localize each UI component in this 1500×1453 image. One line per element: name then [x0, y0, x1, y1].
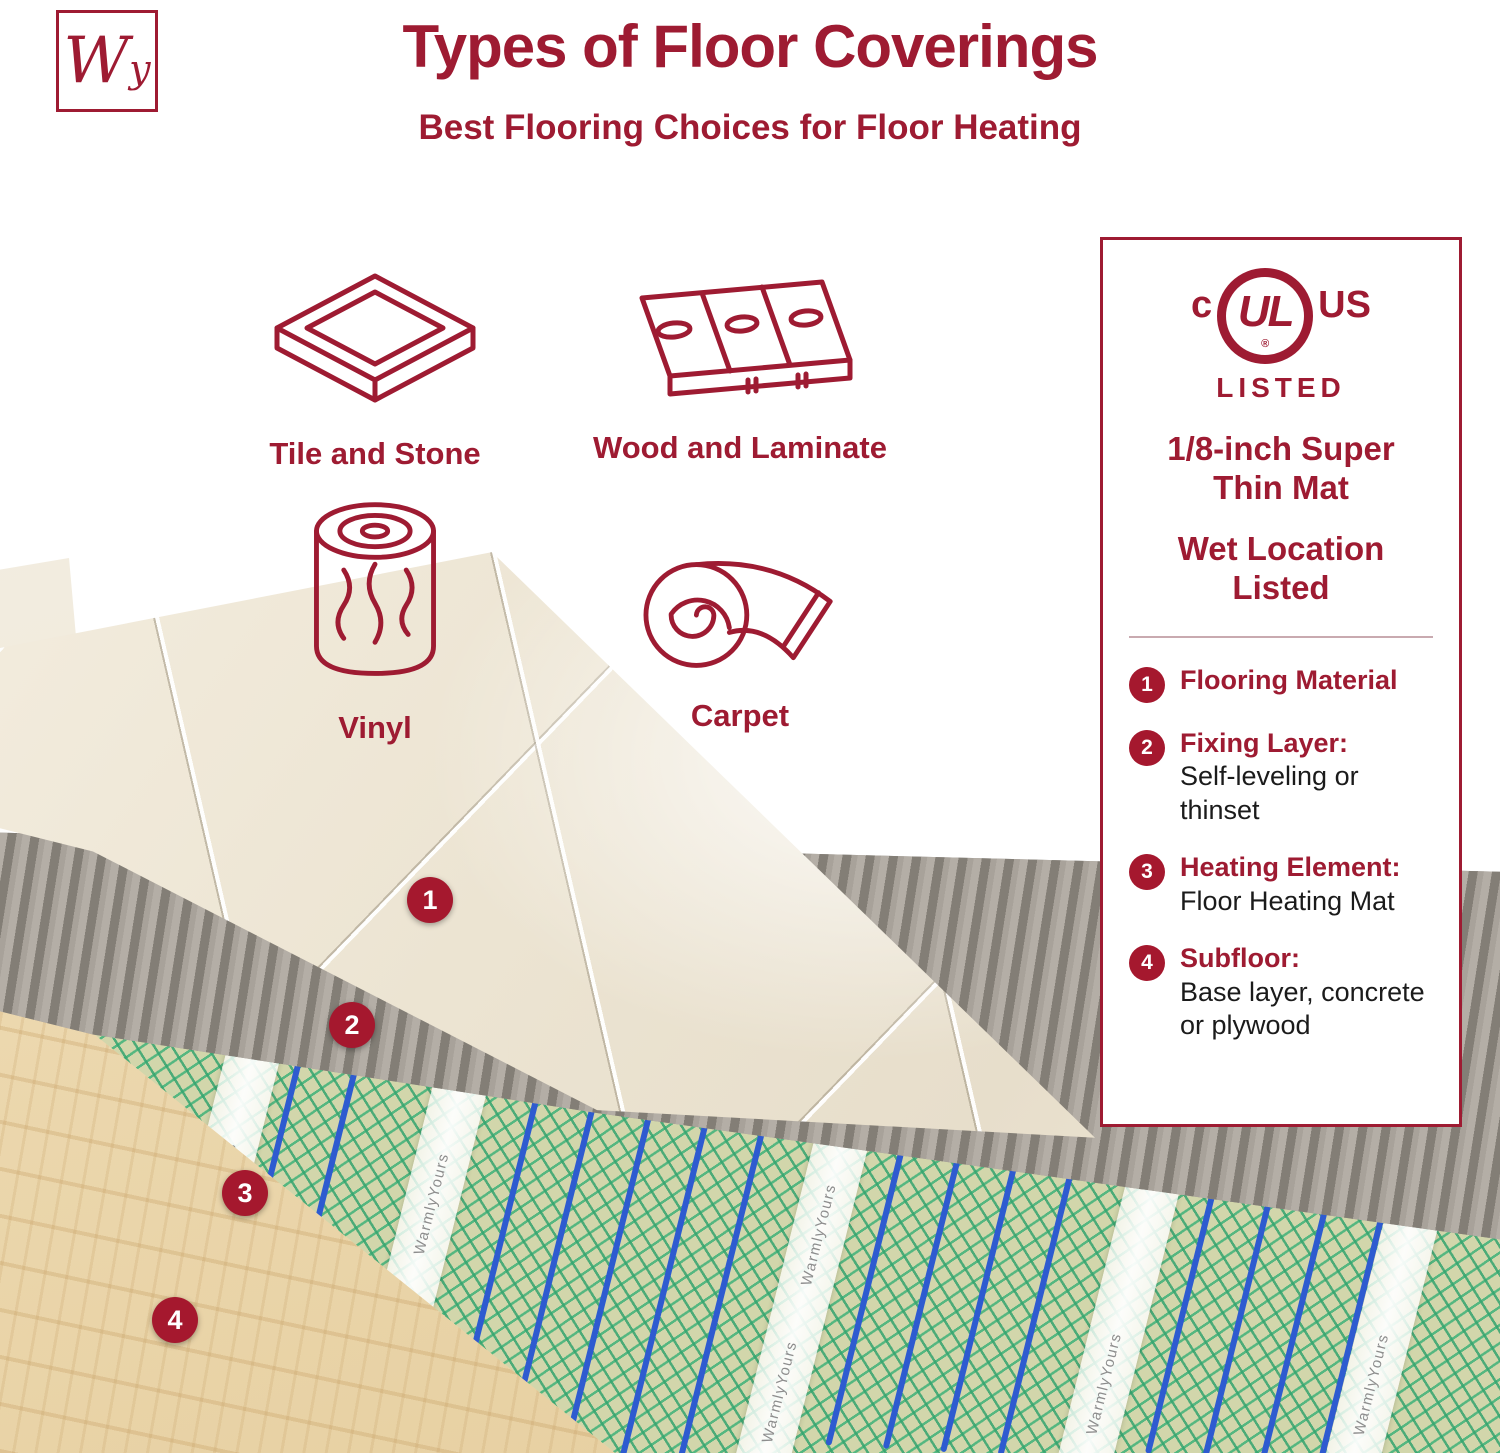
info-panel: c UL ® US LISTED 1/8-inch Super Thin Mat… [1100, 237, 1462, 1127]
flooring-type-label: Vinyl [338, 710, 412, 745]
layer-number-badge: 2 [1129, 729, 1165, 766]
layer-legend-item-3: 3 Heating Element: Floor Heating Mat [1129, 851, 1433, 918]
layer-title: Subfloor: [1180, 943, 1300, 974]
diagram-marker-1: 1 [407, 877, 453, 923]
panel-headline-thin-mat: 1/8-inch Super Thin Mat [1167, 430, 1395, 506]
strap-brand-text: WarmlyYours [797, 1182, 840, 1288]
layer-legend-item-1: 1 Flooring Material [1129, 664, 1433, 703]
layer-number-badge: 3 [1129, 854, 1165, 891]
layer-number-badge: 4 [1129, 945, 1165, 982]
flooring-type-wood-and-laminate: Wood and Laminate [570, 272, 910, 466]
layer-text: Heating Element: Floor Heating Mat [1180, 851, 1401, 918]
layer-title: Heating Element: [1180, 852, 1401, 883]
page-title: Types of Floor Coverings [402, 13, 1099, 80]
flooring-type-label: Wood and Laminate [593, 430, 887, 465]
layer-text: Fixing Layer: Self-leveling or thinset [1180, 727, 1433, 827]
panel-headline-wet-location: Wet Location Listed [1177, 529, 1385, 606]
layer-description: Floor Heating Mat [1180, 885, 1395, 916]
heating-cable-icon [560, 1079, 661, 1453]
layer-number-badge: 1 [1129, 666, 1165, 703]
flooring-type-vinyl: Vinyl [255, 492, 495, 746]
heating-cable-icon [618, 1093, 716, 1453]
ul-letters: UL [1237, 287, 1295, 336]
ul-certification-mark: c UL ® US [1191, 268, 1371, 364]
strap-brand-text: WarmlyYours [1082, 1331, 1125, 1437]
layer-legend-list: 1 Flooring Material 2 Fixing Layer: Self… [1129, 664, 1433, 1043]
flooring-type-label: Carpet [690, 698, 790, 733]
layer-text: Subfloor: Base layer, concrete or plywoo… [1180, 942, 1433, 1042]
ul-c-label: c [1191, 284, 1213, 326]
strap-brand-text: WarmlyYours [1350, 1332, 1392, 1438]
layer-legend-item-4: 4 Subfloor: Base layer, concrete or plyw… [1129, 942, 1433, 1042]
layer-title: Fixing Layer: [1180, 727, 1349, 758]
strap-brand-text: WarmlyYours [410, 1151, 453, 1257]
heating-cable-icon [1202, 1184, 1276, 1453]
flooring-type-label: Tile and Stone [269, 436, 481, 471]
warmlyyours-logo-monogram: Wy [63, 24, 151, 98]
layer-legend-item-2: 2 Fixing Layer: Self-leveling or thinset [1129, 727, 1433, 827]
page-subtitle: Best Flooring Choices for Floor Heating [418, 108, 1082, 147]
tile-and-stone-icon [274, 273, 476, 403]
warmlyyours-logo: Wy [56, 10, 158, 112]
strap-brand-text: WarmlyYours [758, 1339, 801, 1445]
panel-divider [1129, 635, 1433, 638]
layer-description: Base layer, concrete or plywood [1180, 976, 1425, 1041]
wood-and-laminate-icon [639, 279, 853, 397]
heating-cable-icon [997, 1163, 1076, 1453]
flooring-type-carpet: Carpet [590, 520, 890, 734]
ul-listed-label: LISTED [1216, 372, 1346, 403]
layer-title: Flooring Material [1180, 664, 1398, 695]
flooring-type-tile-and-stone: Tile and Stone [230, 268, 520, 472]
diagram-marker-2: 2 [329, 1002, 375, 1048]
heating-cable-icon [1259, 1197, 1331, 1453]
vinyl-roll-icon [314, 502, 436, 676]
ul-us-label: US [1318, 284, 1371, 326]
carpet-roll-icon [643, 561, 833, 668]
diagram-marker-3: 3 [222, 1170, 268, 1216]
ul-circle-icon: UL ® [1217, 268, 1314, 364]
diagram-marker-4: 4 [152, 1297, 198, 1343]
layer-description: Self-leveling or thinset [1180, 761, 1359, 825]
registered-trademark-symbol: ® [1261, 338, 1270, 350]
layer-text: Flooring Material [1180, 664, 1398, 697]
